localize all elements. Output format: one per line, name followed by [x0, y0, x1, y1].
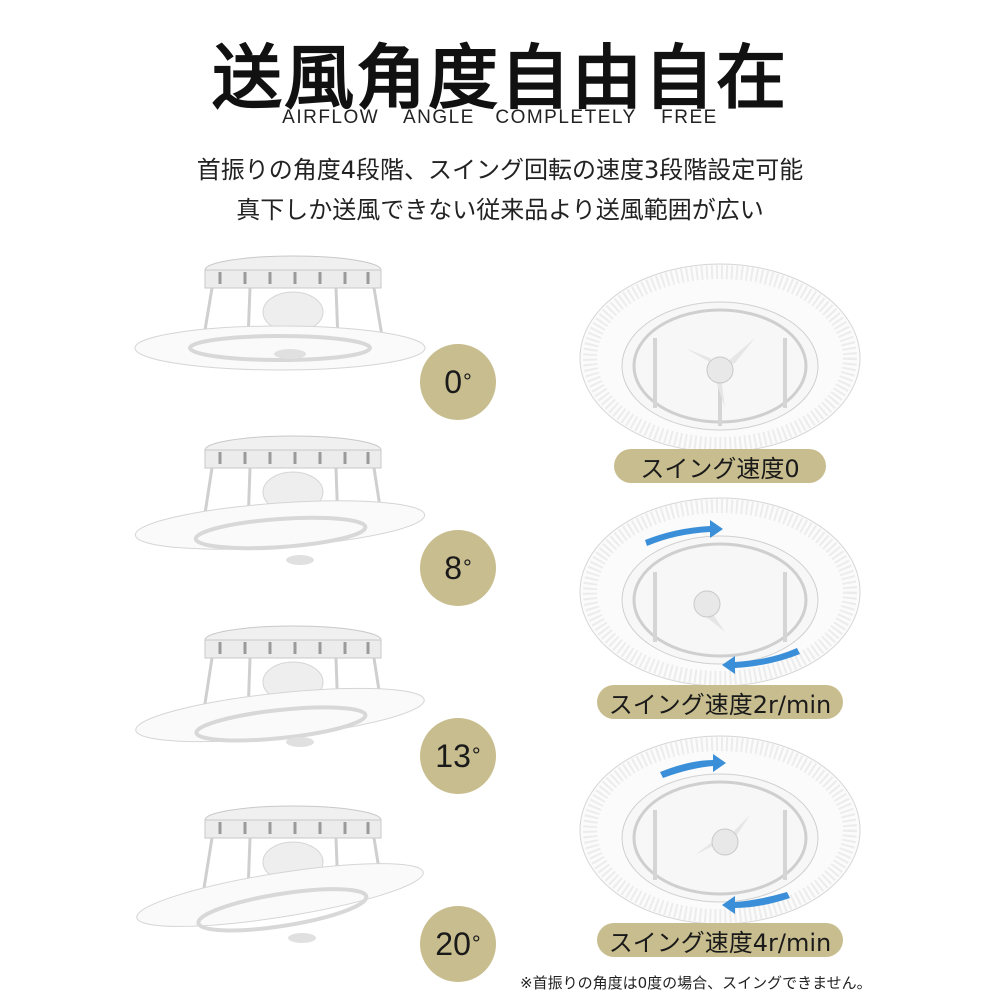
side-view-fan-20 [136, 805, 424, 943]
degree-symbol: ° [462, 369, 472, 394]
degree-symbol: ° [471, 743, 481, 768]
bottom-view-fan-speed-0 [579, 263, 861, 453]
bottom-view-fan-speed-2 [579, 497, 861, 687]
speed-label-2: スイング速度2r/min [597, 685, 843, 719]
side-view-fan-0 [134, 255, 426, 371]
swing-arrow-bottom-icon [722, 892, 790, 914]
page-title: 送風角度自由自在 [212, 37, 788, 119]
description-line-2: 真下しか送風できない従来品より送風範囲が広い [236, 196, 764, 224]
swing-arrow-top-icon [660, 754, 726, 778]
degree-symbol: ° [471, 931, 481, 956]
degree-symbol: ° [462, 555, 472, 580]
angle-badge-13: 13° [420, 718, 496, 794]
angle-badge-0: 0° [420, 344, 496, 420]
speed-label-0: スイング速度0 [614, 449, 826, 483]
bottom-view-fan-speed-4 [579, 735, 861, 925]
footnote: ※首振りの角度は0度の場合、スイングできません。 [520, 974, 872, 992]
swing-arrow-bottom-icon [722, 648, 800, 674]
speed-label-4: スイング速度4r/min [597, 923, 843, 957]
angle-badge-8: 8° [420, 530, 496, 606]
description-line-1: 首振りの角度4段階、スイング回転の速度3段階設定可能 [196, 156, 804, 184]
side-view-fan-13 [135, 625, 425, 747]
angle-badge-20: 20° [420, 906, 496, 982]
page-subtitle: AIRFLOW ANGLE COMPLETELY FREE [282, 107, 718, 128]
swing-arrow-top-icon [645, 520, 723, 546]
side-view-fan-8 [134, 435, 426, 565]
